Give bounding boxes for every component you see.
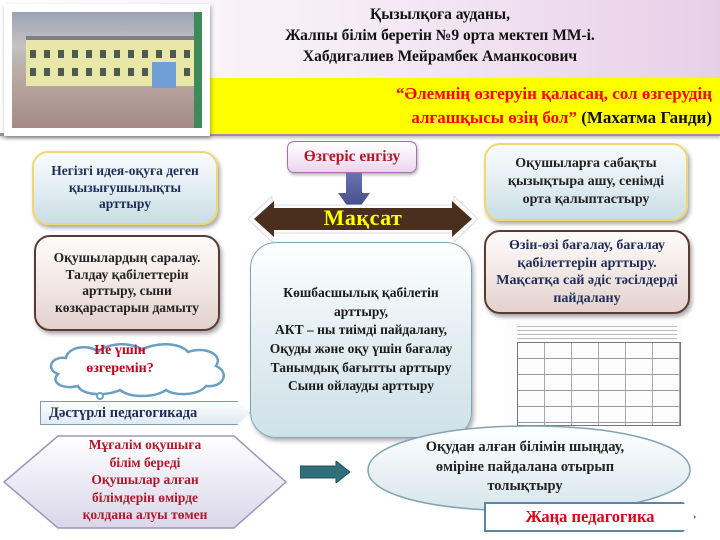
school-building-image	[12, 12, 202, 128]
goal-item: Танымдық бағытты арттыру	[270, 359, 452, 375]
goal-label: Мақсат	[323, 205, 403, 230]
new-pedagogy-label: Жаңа педагогика	[484, 502, 696, 532]
new-pedagogy-description: Оқудан алған білімін шыңдау, өміріне пай…	[425, 439, 625, 494]
district-name: Қызылқоға ауданы,	[370, 6, 510, 23]
assessment-text: Өзін-өзі бағалау, бағалау қабілеттерін а…	[496, 238, 678, 306]
goal-item: Оқуды және оқу үшін бағалау	[269, 341, 453, 356]
goal-item: Көшбасшылық қабілетін арттыру,	[283, 285, 439, 319]
school-name: Жалпы білім беретін №9 орта мектеп ММ-і.	[285, 27, 595, 44]
traditional-line: Оқушылар алған	[91, 472, 199, 488]
traditional-line: Мұғалім оқушыға	[88, 437, 202, 452]
traditional-line: білімдерін өмірде	[91, 489, 199, 505]
analysis-text: Оқушылардың саралау. Талдау қабілеттерін…	[53, 250, 201, 315]
monument-shape	[152, 62, 176, 88]
document-table	[517, 342, 681, 426]
traditional-description: Мұғалім оқушыға білім береді Оқушылар ал…	[60, 436, 230, 524]
analysis-box: Оқушылардың саралау. Талдау қабілеттерін…	[34, 235, 220, 331]
fence-shape	[194, 12, 202, 128]
author-name: Хабдигалиев Мейрамбек Аманкосович	[302, 48, 578, 65]
goals-list-box: Көшбасшылық қабілетін арттыру, АКТ – ны …	[250, 242, 472, 438]
goal-item: Сыни ойлауды арттыру	[288, 378, 434, 394]
assessment-box: Өзін-өзі бағалау, бағалау қабілеттерін а…	[484, 230, 690, 314]
introduce-change-button[interactable]: Өзгеріс енгізу	[287, 141, 417, 173]
lesson-plan-document-image	[505, 320, 683, 430]
quote-author: (Махатма Ганди)	[576, 108, 712, 127]
traditional-line: білім береді	[109, 454, 181, 470]
quote-line-2-text: алғашқысы өзің бол”	[411, 108, 577, 127]
double-arrow-icon	[248, 196, 478, 242]
quote: “Әлемнің өзгеруін қаласаң, сол өзгерудің…	[242, 82, 712, 130]
quote-line-1: “Әлемнің өзгеруін қаласаң, сол өзгерудің	[396, 84, 712, 103]
main-idea-text: Негізгі идея-оқуға деген қызығушылықты а…	[51, 163, 199, 212]
traditional-hexagon	[2, 435, 288, 529]
engagement-box: Оқушыларға сабақты қызықтыра ашу, сенімд…	[484, 143, 688, 221]
school-info: Қызылқоға ауданы, Жалпы білім беретін №9…	[250, 4, 630, 67]
traditional-pedagogy-label: Дәстүрлі педагогикада	[40, 401, 250, 425]
document-header-lines	[517, 326, 677, 340]
why-change-question: Не үшін өзгеремін?	[86, 343, 154, 376]
main-idea-box: Негізгі идея-оқуға деген қызығушылықты а…	[32, 151, 218, 225]
engagement-text: Оқушыларға сабақты қызықтыра ашу, сенімд…	[507, 156, 665, 207]
thought-cloud-icon	[49, 343, 225, 400]
traditional-line: қолдана алуы төмен	[82, 507, 208, 523]
down-arrow-icon	[338, 173, 370, 215]
quote-band: “Әлемнің өзгеруін қаласаң, сол өзгерудің…	[210, 78, 720, 134]
goal-item: АКТ – ны тиімді пайдалану,	[275, 322, 447, 338]
quote-line-2: алғашқысы өзің бол” (Махатма Ганди)	[242, 106, 712, 130]
right-arrow-icon	[300, 461, 350, 483]
goals-list: Көшбасшылық қабілетін арттыру, АКТ – ны …	[261, 284, 461, 396]
school-photo	[4, 4, 210, 136]
